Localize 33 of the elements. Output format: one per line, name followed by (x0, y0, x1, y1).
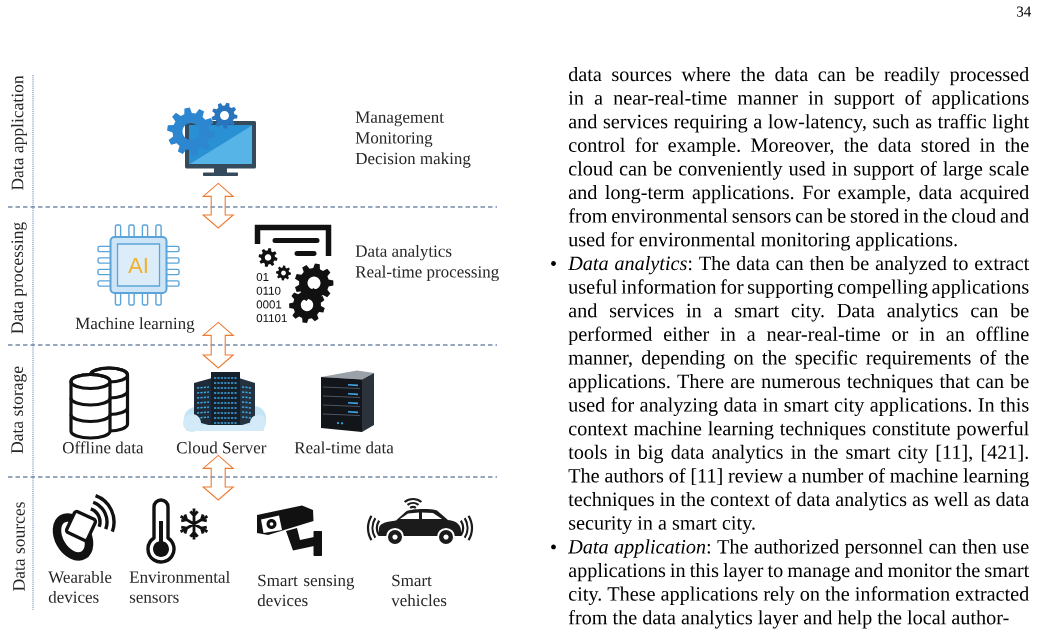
icon-caption: Smart vehicles (391, 574, 447, 607)
double-arrow (201, 182, 235, 229)
layer-label: Data application (11, 75, 27, 191)
cloud-server-icon (183, 372, 266, 432)
function-label: Management (355, 111, 444, 127)
function-label: Real-time processing (355, 265, 499, 282)
paragraph-text: Data application: The authorized personnel can then use applications in this layer to manage and monitor the smart city. These applications rely on the information extracted from the data analytics layer and help the local author- (568, 539, 1030, 629)
security-camera-icon (257, 505, 322, 556)
layer-label: Data storage (11, 366, 27, 454)
connected-car-icon (366, 497, 474, 546)
icon-caption: Wearable devices (48, 570, 112, 603)
monitor-gears-icon (167, 102, 256, 176)
wearable-band-icon (52, 494, 116, 561)
page-number: 34 (1017, 6, 1032, 17)
icon-caption: Offline data (62, 441, 144, 454)
layer-label: Data sources (13, 502, 25, 591)
function-label: Data analytics (355, 244, 452, 261)
paragraph-text: data sources where the data can be readily processed in a near-real-time manner in support of applications and services requiring a low-latency, such as traffic light control for example. Moreover, the data stored in the cloud can be conveniently used in support of large scale and long-term applications. For example, data acquired from environmental sensors can be stored in the cloud and used for environmental monitoring applications. (568, 66, 1030, 251)
processor-chip: AI (97, 224, 180, 306)
server-tower-icon (321, 370, 374, 432)
double-arrow (201, 321, 235, 369)
function-label: Decision making (355, 152, 471, 168)
icon-caption: Smart sensing devices (257, 574, 355, 607)
icon-caption: Environmental sensors (129, 570, 230, 603)
thermometer-snowflake-icon (146, 498, 209, 564)
icon-caption: Cloud Server (176, 441, 267, 454)
icon-caption: Real-time data (294, 441, 394, 454)
double-arrow (201, 454, 235, 501)
paragraph-text: Data analytics: The data can then be analyzed to extract useful information for supporting compelling applications and services in a smart city. Data analytics can be performed either in a near-real-time or in an offline manner, depending on the specific requirements of the applications. There are numerous techniques that can be used for analyzing data in smart city applications. In this context machine learning techniques constitute powerful tools in big data analytics in the smart city [11], [421]. The authors of [11] review a number of machine learning techniques in the context of data analytics as well as data security in a smart city. (568, 255, 1030, 534)
icon-caption: Machine learning (75, 317, 195, 333)
layer-label: Data processing (11, 222, 27, 334)
function-label: Monitoring (355, 132, 433, 148)
database-icon (69, 366, 130, 440)
